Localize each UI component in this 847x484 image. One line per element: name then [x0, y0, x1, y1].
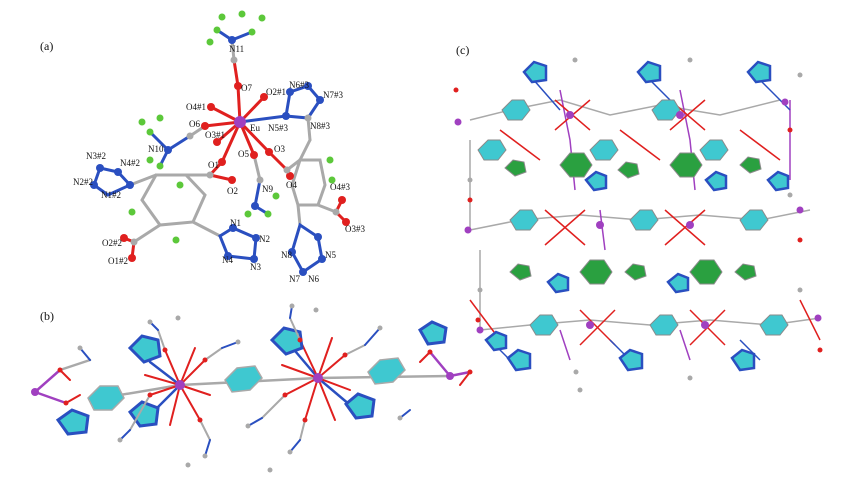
- panel-a-oxygens: [120, 82, 350, 262]
- label-n11: N11: [229, 44, 244, 54]
- panel-c-label: (c): [456, 43, 469, 57]
- panel-c-atoms-red: [453, 87, 823, 353]
- label-o3: O3: [274, 144, 285, 154]
- panel-c: (c): [453, 43, 823, 393]
- label-o2-1: O2#1: [266, 87, 286, 97]
- label-n6-3: N6#3: [289, 80, 309, 90]
- panel-b-dmf: [79, 305, 411, 457]
- panel-a-label: (a): [40, 39, 53, 53]
- label-n1: N1: [230, 218, 241, 228]
- label-o7: O7: [241, 83, 252, 93]
- label-n4-2: N4#2: [120, 158, 140, 168]
- label-o4-3: O4#3: [330, 182, 350, 192]
- label-n2: N2: [259, 234, 270, 244]
- panel-a: (a): [40, 10, 365, 284]
- label-o3-3: O3#3: [345, 224, 365, 234]
- label-n8: N8: [281, 250, 292, 260]
- panel-a-hydrogens: [128, 10, 336, 244]
- panel-c-tetrazole-rings: [484, 60, 790, 372]
- panel-c-atoms-gray: [467, 57, 803, 393]
- label-n7: N7: [289, 274, 300, 284]
- panel-a-nitrogens: [90, 36, 326, 276]
- label-n8-3: N8#3: [310, 121, 330, 131]
- panel-b-label: (b): [40, 309, 54, 323]
- europium-atom: [234, 116, 246, 128]
- label-o1: O1: [208, 160, 219, 170]
- label-eu: Eu: [250, 123, 260, 133]
- label-o1-2: O1#2: [108, 256, 128, 266]
- label-n4: N4: [222, 255, 233, 265]
- label-n7-3: N7#3: [323, 90, 343, 100]
- label-n5-3: N5#3: [268, 123, 288, 133]
- label-o4-1: O4#1: [186, 102, 206, 112]
- panel-b-benzene-rings: [87, 357, 406, 411]
- panel-c-green-rings: [504, 152, 762, 285]
- label-n1-2: N1#2: [101, 190, 121, 200]
- label-o6: O6: [189, 119, 200, 129]
- label-o2: O2: [227, 186, 238, 196]
- panel-b-eu-atoms: [31, 372, 454, 396]
- panel-b-atoms-red: [57, 337, 473, 423]
- label-n5: N5: [325, 250, 336, 260]
- label-n9: N9: [262, 184, 273, 194]
- label-o2-2: O2#2: [102, 238, 122, 248]
- label-o3-1: O3#1: [205, 130, 225, 140]
- panel-a-atom-labels: N11 O7 O2#1 N6#3 N7#3 O4#1 O6 O3#1 Eu N5…: [73, 44, 365, 284]
- panel-a-bonds: [92, 28, 348, 275]
- label-n3: N3: [250, 262, 261, 272]
- label-n3-2: N3#2: [86, 151, 106, 161]
- panel-c-cyan-rings: [477, 99, 789, 336]
- panel-a-carbons: [130, 56, 340, 246]
- label-n2-2: N2#2: [73, 177, 93, 187]
- label-o5: O5: [238, 149, 249, 159]
- panel-b: (b): [31, 303, 473, 473]
- label-o4: O4: [286, 180, 297, 190]
- label-n10: N10: [148, 144, 164, 154]
- label-n6: N6: [308, 274, 319, 284]
- panel-c-eu-atoms: [454, 98, 822, 334]
- panel-b-atoms-gray: [77, 303, 403, 473]
